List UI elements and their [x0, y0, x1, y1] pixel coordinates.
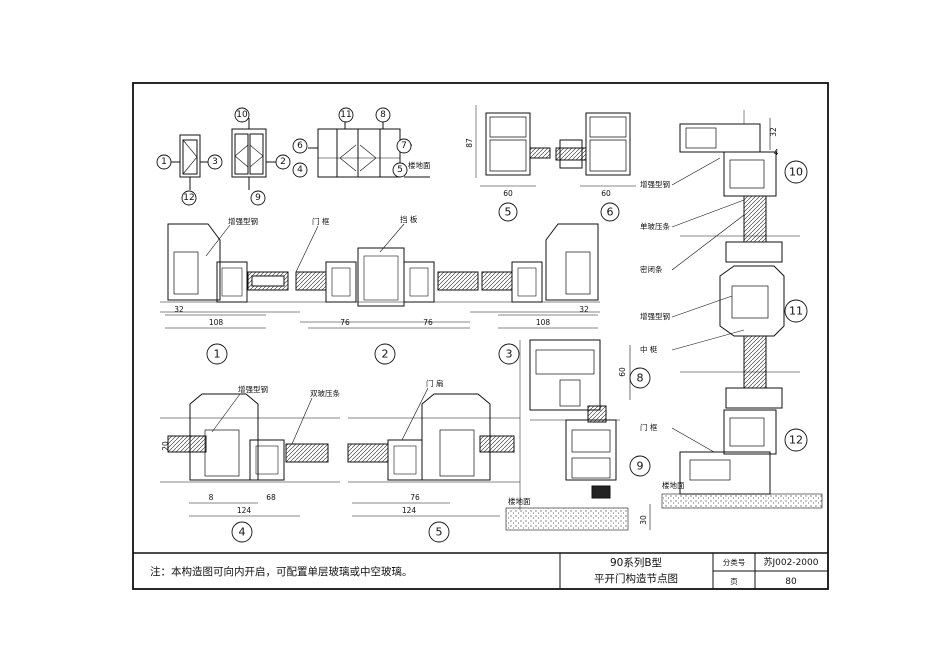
- label-reinforced-steel-4: 增强型钢: [640, 311, 670, 321]
- callout-6-small: 6: [297, 141, 303, 151]
- dimension-texts: 87 60 60 32 108 76 76 108 32 20 8 68 124…: [161, 127, 779, 525]
- label-reinforced-steel-1: 增强型钢: [228, 216, 258, 226]
- section-6-detail: [555, 112, 636, 187]
- dim-76-a: 76: [340, 318, 350, 327]
- drawing-title-line2: 平开门构造节点图: [594, 572, 678, 585]
- callout-12-small: 12: [183, 193, 194, 203]
- label-single-glass-bead: 单玻压条: [640, 221, 670, 231]
- callout-8: 8: [637, 372, 644, 385]
- callout-numbers: 1 3 12 10 2 9 6 4 11 8 7 5 5 6 1 2 3 8 9…: [161, 110, 803, 539]
- callout-4-small: 4: [297, 165, 303, 175]
- label-door-leaf: 门 扇: [426, 378, 443, 388]
- dim-87: 87: [465, 138, 474, 148]
- callout-4: 4: [239, 526, 246, 539]
- dim-60-b: 60: [601, 189, 611, 198]
- label-double-glass-bead: 双玻压条: [310, 388, 340, 398]
- label-seal-strip: 密闭条: [640, 264, 663, 274]
- classification-label: 分类号: [723, 557, 746, 567]
- drawing-note: 注：本构造图可向内开启，可配置单层玻璃或中空玻璃。: [150, 565, 413, 578]
- callout-11-small: 11: [340, 110, 351, 120]
- callout-5: 5: [505, 206, 512, 219]
- dim-108-a: 108: [209, 318, 224, 327]
- callout-1: 1: [214, 348, 221, 361]
- dim-60-c: 60: [618, 367, 627, 377]
- callout-2: 2: [382, 348, 389, 361]
- sheet-border: [132, 82, 829, 590]
- dim-76-b: 76: [423, 318, 433, 327]
- callout-5-small: 5: [397, 165, 403, 175]
- callout-1-small: 1: [161, 157, 167, 167]
- callout-12: 12: [789, 434, 803, 447]
- callout-3-small: 3: [212, 157, 218, 167]
- leader-lines: [205, 157, 745, 453]
- callout-8-small: 8: [380, 110, 386, 120]
- label-stop-strip: 挡 板: [400, 214, 418, 224]
- callout-10: 10: [789, 166, 803, 179]
- annotation-labels: 增强型钢 门 框 挡 板 增强型钢 双玻压条 门 扇 增强型钢 单玻压条 密闭条…: [228, 160, 685, 506]
- dim-124-a: 124: [237, 506, 252, 515]
- dim-32-b: 32: [579, 305, 589, 314]
- label-floor-2: 楼地面: [508, 496, 531, 506]
- dimension-lines: [165, 118, 771, 530]
- section-1-2-3-profiles: [160, 223, 600, 323]
- callout-2-small: 2: [280, 157, 286, 167]
- drawing-title-line1: 90系列B型: [610, 556, 662, 569]
- section-8-9-profiles: [505, 339, 629, 531]
- elevation-double-door: [231, 118, 278, 190]
- dim-68: 68: [266, 493, 276, 502]
- callout-11: 11: [789, 305, 803, 318]
- callout-6: 6: [607, 206, 614, 219]
- section-10-11-12-profiles: [661, 110, 823, 509]
- elevation-single-door: [170, 134, 210, 190]
- callout-3: 3: [506, 348, 513, 361]
- label-door-frame-1: 门 框: [312, 216, 330, 226]
- dim-4: 4: [774, 148, 779, 157]
- dim-32-a: 32: [174, 305, 184, 314]
- label-door-frame-2: 门 框: [640, 422, 658, 432]
- dim-76-c: 76: [410, 493, 420, 502]
- callout-7-small: 7: [401, 141, 407, 151]
- section-4-5-profiles: [160, 393, 520, 483]
- section-5-detail: [475, 105, 551, 187]
- title-block: [133, 552, 828, 589]
- label-floor-1: 楼地面: [408, 160, 431, 170]
- label-mullion: 中 梃: [640, 344, 658, 354]
- label-reinforced-steel-3: 增强型钢: [640, 179, 670, 189]
- elevation-four-panel: [308, 118, 430, 178]
- page-label: 页: [730, 577, 738, 586]
- dim-60-a: 60: [503, 189, 513, 198]
- classification-code: 苏J002-2000: [764, 556, 819, 568]
- callout-9-small: 9: [255, 193, 261, 203]
- callout-10-small: 10: [236, 110, 248, 120]
- dim-108-b: 108: [536, 318, 551, 327]
- callout-5-lower: 5: [436, 526, 443, 539]
- dim-124-b: 124: [402, 506, 417, 515]
- dim-32-c: 32: [769, 127, 778, 137]
- dim-20: 20: [161, 441, 170, 451]
- label-floor-3: 楼地面: [662, 480, 685, 490]
- dim-30: 30: [639, 515, 648, 525]
- callout-9: 9: [637, 460, 644, 473]
- dim-8: 8: [209, 493, 214, 502]
- label-reinforced-steel-2: 增强型钢: [238, 384, 268, 394]
- page-number: 80: [785, 577, 797, 587]
- callout-circles: [156, 107, 808, 543]
